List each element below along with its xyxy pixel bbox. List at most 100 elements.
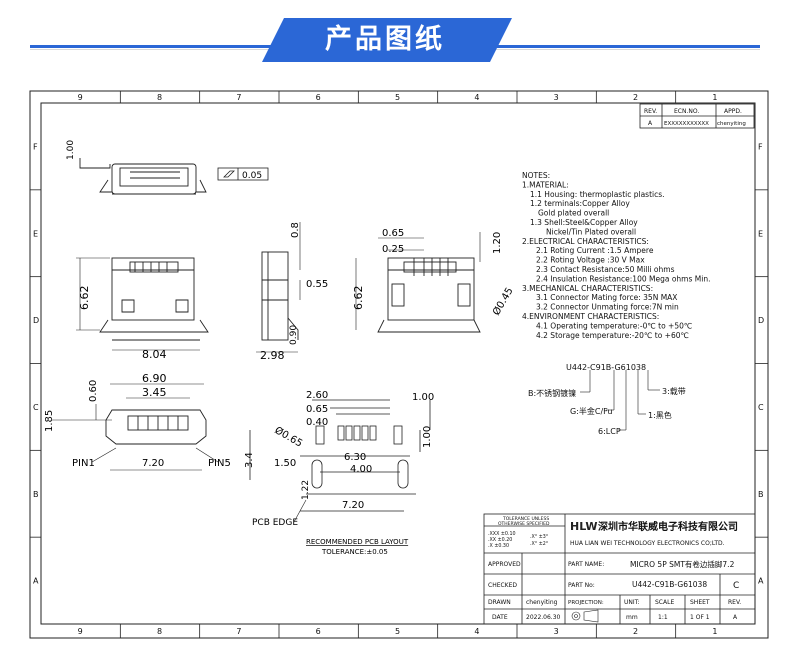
tol-x1: .XXX ±0.10: [488, 531, 516, 537]
projection-symbol-icon: [571, 609, 599, 623]
note-line: NOTES:: [522, 171, 550, 180]
note-line: 3.1 Connector Mating force: 35N MAX: [536, 293, 677, 302]
note-line: 4.ENVIRONMENT CHARACTERISTICS:: [522, 312, 659, 321]
banner-background: [262, 18, 512, 62]
company-logo: HLW: [570, 520, 598, 533]
pcb-layout-title: RECOMMENDED PCB LAYOUT: [306, 538, 409, 546]
grid-col-label: 1: [712, 93, 717, 102]
view-bottom: [105, 409, 207, 445]
pcb-dim-34: 3.4: [244, 452, 255, 468]
note-line: 4.2 Storage temperature:-20℃ to +60℃: [536, 331, 689, 340]
dim-090: 0.90: [289, 325, 299, 345]
note-line: 1.1 Housing: thermoplastic plastics.: [530, 190, 665, 199]
revision-table: [639, 103, 755, 129]
part-no-label: PART No:: [568, 582, 595, 589]
dim-055: 0.55: [306, 279, 328, 290]
dim-662a: 6.62: [78, 286, 91, 311]
view-rear: [377, 257, 481, 333]
pcb-dim-720: 7.20: [342, 500, 364, 511]
ecn-value: EXXXXXXXXXXX: [664, 121, 709, 127]
tol-a1: .X° ±3°: [530, 534, 548, 540]
pcb-dim-150: 1.50: [274, 458, 296, 469]
sheet-value: 1 OF 1: [690, 614, 710, 621]
grid-col-label: 2: [633, 627, 638, 636]
grid-col-label: 1: [712, 627, 717, 636]
grid-col-label: 6: [316, 627, 321, 636]
grid-row-label: D: [33, 316, 39, 325]
dim-flatness: 0.05: [242, 171, 262, 181]
projection-label: PROJECTION:: [568, 600, 604, 606]
grid-col-label: 2: [633, 93, 638, 102]
notes-block: NOTES:1.MATERIAL:1.1 Housing: thermoplas…: [522, 171, 710, 340]
scale-label: SCALE: [655, 599, 674, 606]
pcb-dim-630: 6.30: [344, 452, 366, 463]
flatness-symbol: [217, 167, 269, 181]
grid-col-label: 9: [78, 627, 83, 636]
grid-row-label: F: [758, 142, 763, 151]
grid-row-label: B: [33, 490, 39, 499]
view-front-small: [79, 158, 207, 195]
dim-662b: 6.62: [352, 286, 365, 311]
date-value: 2022.06.30: [526, 614, 561, 621]
banner-title: 产品图纸: [325, 24, 445, 55]
dim-690: 6.90: [142, 372, 167, 385]
note-line: Gold plated overall: [538, 209, 609, 218]
grid-col-label: 5: [395, 93, 400, 102]
grid-row-label: A: [758, 577, 764, 586]
dim-045: Ø0.45: [490, 285, 515, 317]
dim-100: 1.00: [66, 140, 76, 160]
dim-185: 1.85: [44, 410, 55, 432]
label-pin1: PIN1: [72, 458, 95, 469]
pcb-dim-400: 4.00: [350, 464, 372, 475]
dim-065: 0.65: [382, 228, 404, 239]
rev-header: REV.: [644, 108, 657, 115]
sheet-label: SHEET: [690, 599, 710, 606]
note-line: 2.2 Roting Voltage :30 V Max: [536, 256, 645, 265]
note-line: 1.3 Shell:Steel&Copper Alloy: [530, 218, 638, 227]
grid-col-label: 4: [474, 627, 479, 636]
note-line: 3.2 Connector Unmating force:7N min: [536, 303, 679, 312]
note-line: Nickel/Tin Plated overall: [546, 227, 636, 236]
grid-col-label: 7: [236, 627, 241, 636]
pcb-layout: [249, 399, 431, 512]
view-side: [261, 251, 299, 341]
unit-value: mm: [626, 614, 638, 621]
dim-025: 0.25: [382, 244, 404, 255]
grid-col-label: 6: [316, 93, 321, 102]
rev-label: REV.: [728, 599, 741, 606]
grid-row-label: E: [33, 229, 38, 238]
grid-row-label: F: [33, 142, 38, 151]
company-name-cn: 深圳市华联威电子科技有限公司: [598, 520, 738, 533]
pcb-dim-260: 2.60: [306, 390, 328, 401]
grid-col-label: 3: [554, 627, 559, 636]
note-line: 2.1 Roting Current :1.5 Ampere: [536, 246, 654, 255]
ecn-header: ECN.NO.: [674, 108, 699, 115]
pcb-edge-label: PCB EDGE: [252, 518, 298, 528]
approved-label: APPROVED: [488, 561, 521, 568]
pcb-dim-065d: Ø0.65: [273, 424, 305, 449]
grid-col-label: 8: [157, 93, 162, 102]
tol-a2: .X° ±2°: [530, 541, 548, 547]
part-name-label: PART NAME:: [568, 561, 604, 568]
part-code-breakdown: [580, 370, 660, 431]
pcb-dim-100b: 1.00: [422, 426, 433, 448]
dim-720a: 7.20: [142, 458, 164, 469]
dim-08: 0.8: [290, 222, 301, 238]
note-line: 1.MATERIAL:: [522, 180, 569, 189]
grid-row-label: C: [758, 403, 764, 412]
pcb-edge-leader: [293, 499, 307, 523]
part-code-lcp: 6:LCP: [598, 427, 621, 436]
part-code: U442-C91B-G61038: [566, 363, 646, 372]
grid-row-label: A: [33, 577, 39, 586]
part-code-color: 1:黑色: [648, 410, 672, 420]
title-block: [483, 513, 756, 625]
pcb-dim-065: 0.65: [306, 404, 328, 415]
part-code-g: G:半金C/Fu: [570, 406, 612, 416]
tol-title-2: OTHERWISE SPECIFIED: [498, 521, 550, 527]
rev-value: A: [648, 120, 653, 127]
part-code-pack: 3:载带: [662, 386, 686, 396]
view-front: [99, 257, 209, 341]
tol-title-1: TOLERANCE UNLESS: [502, 516, 549, 522]
